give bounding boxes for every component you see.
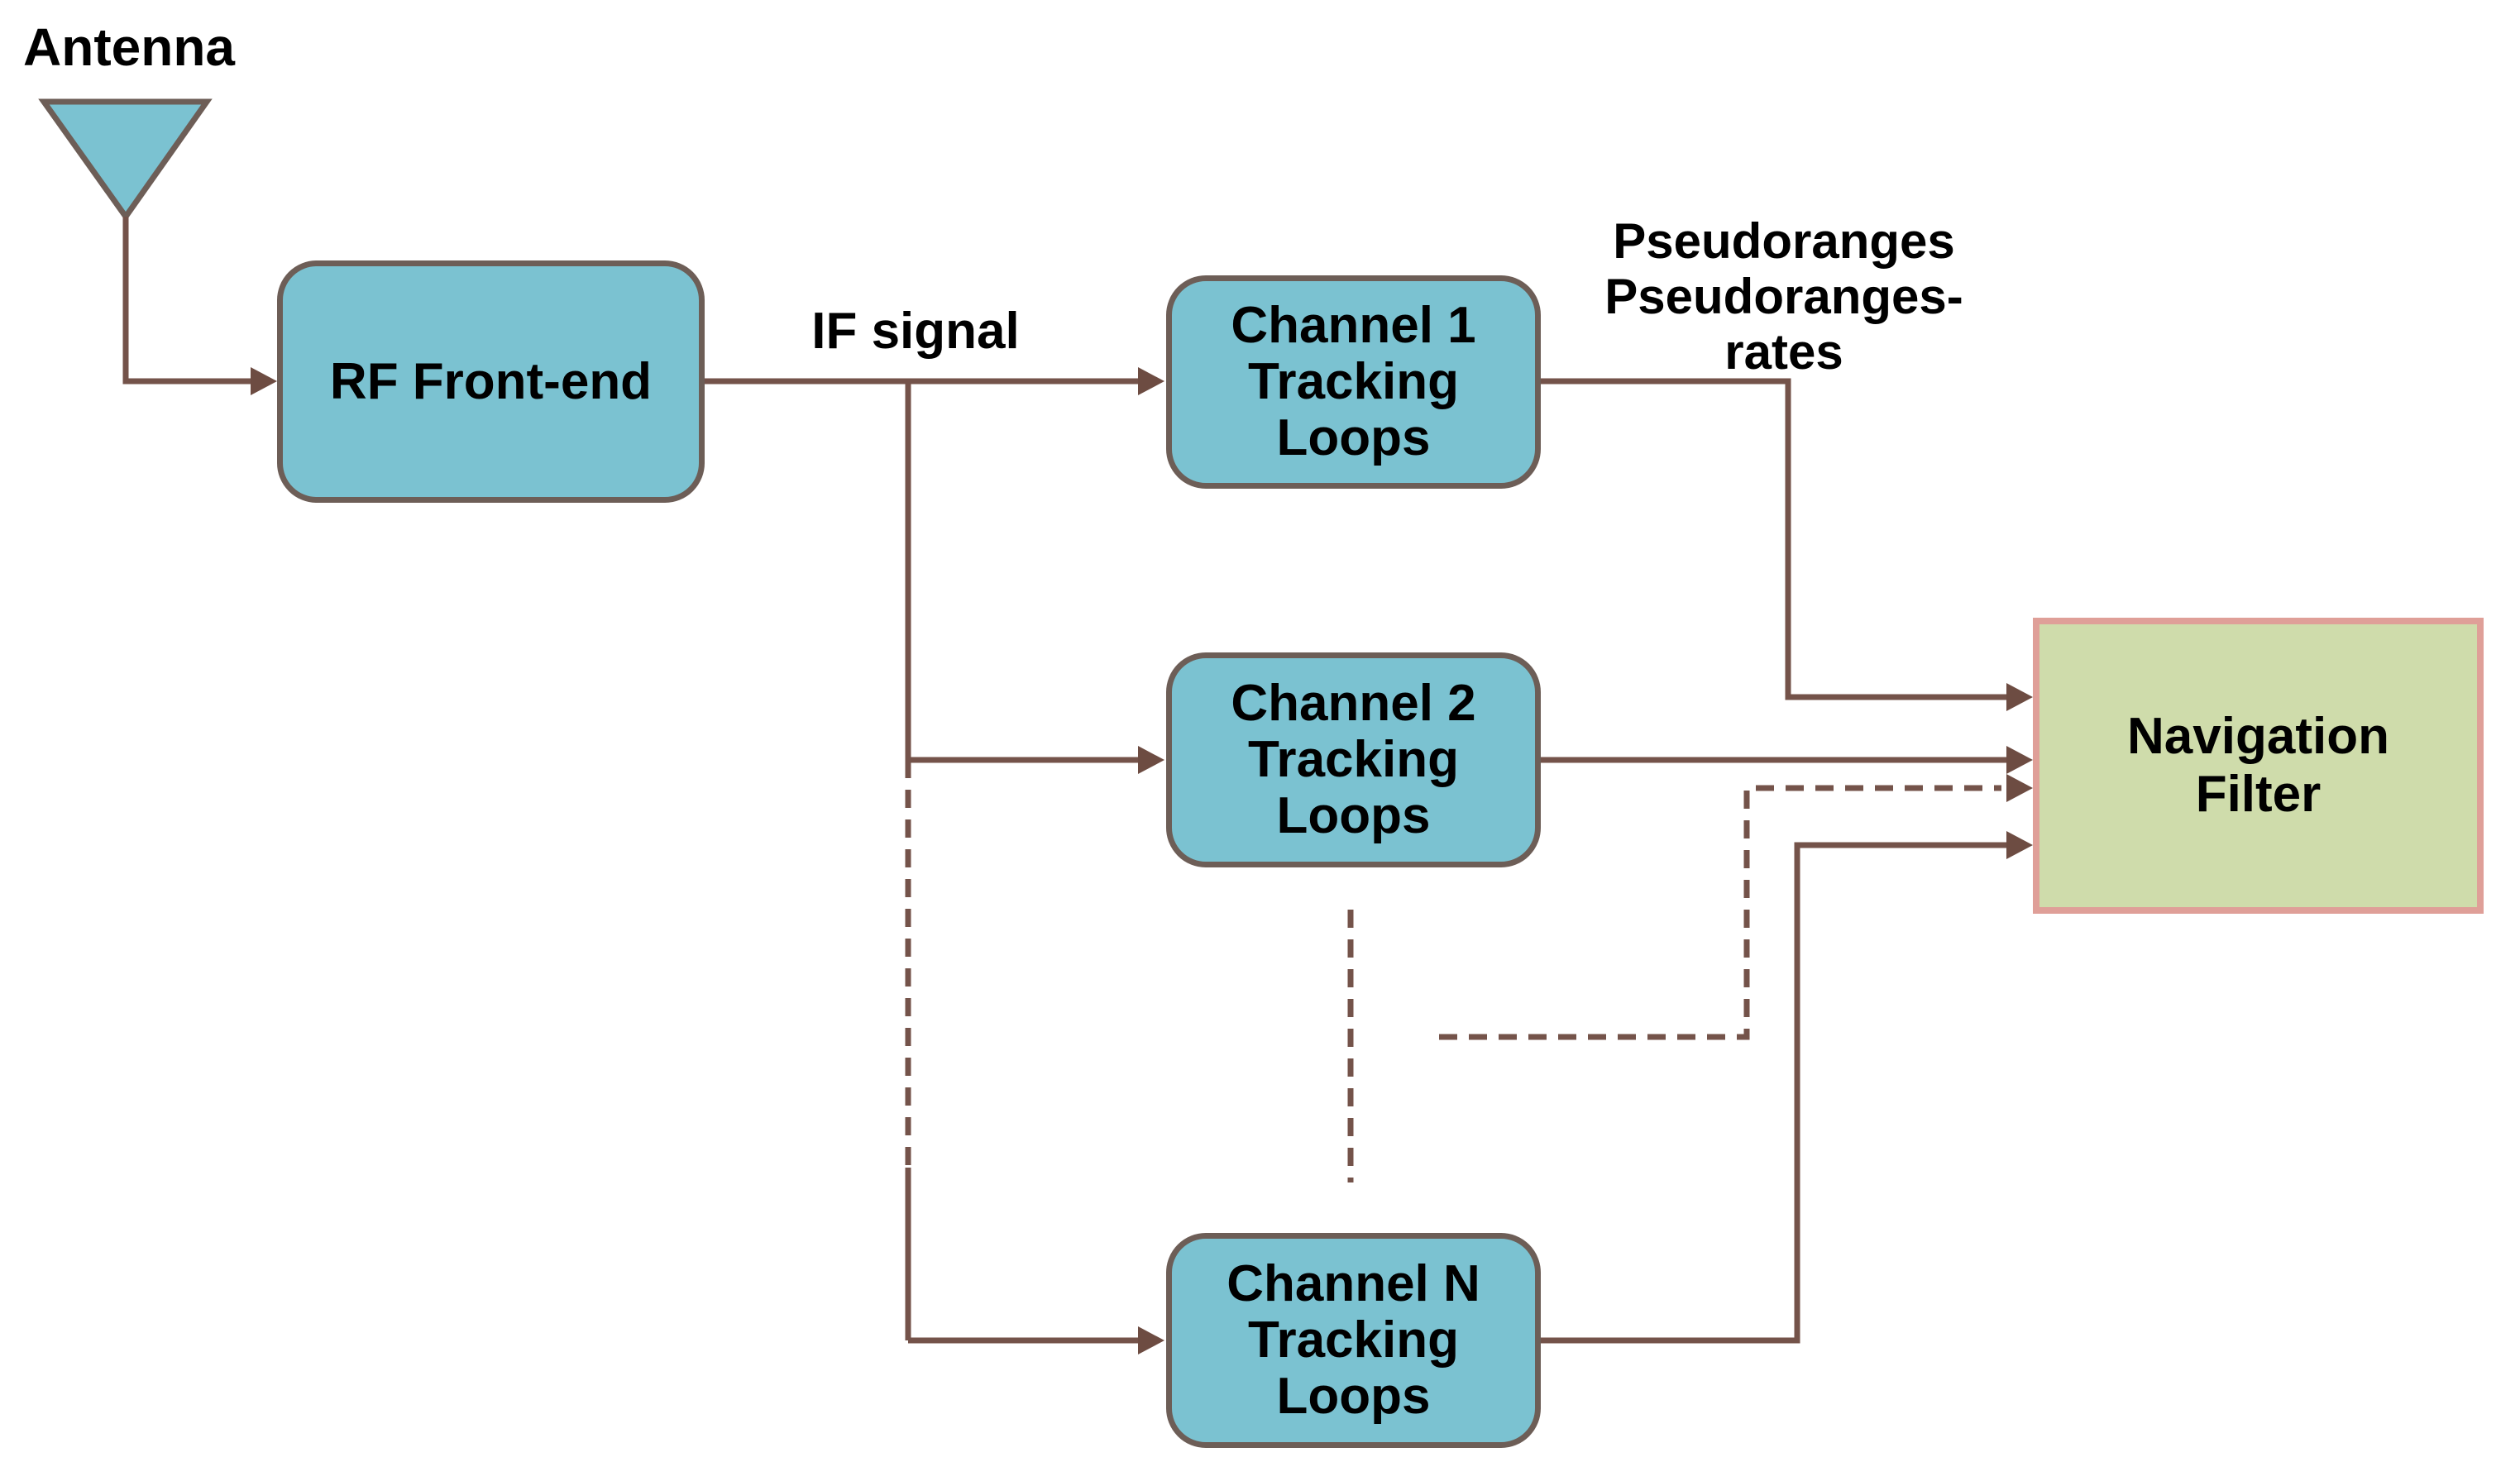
- channelN-out-line: [1541, 842, 2006, 1344]
- node-channel-n-tracking-loops: Channel N Tracking Loops: [1166, 1233, 1541, 1448]
- channel2-in-arrowhead: [1138, 746, 1164, 774]
- if-signal-label: IF signal: [811, 303, 1020, 360]
- antenna-icon: [38, 98, 213, 222]
- antenna-label: Antenna: [23, 17, 235, 77]
- nav-in-arrowhead-3: [2006, 774, 2033, 802]
- antenna-feed-line: [122, 217, 251, 385]
- rf-in-arrowhead: [251, 367, 277, 395]
- pseudoranges-label: Pseudoranges Pseudoranges- rates: [1604, 213, 1963, 380]
- node-rf-front-end-label: RF Front-end: [329, 352, 653, 410]
- node-channel-1-label: Channel 1 Tracking Loops: [1231, 297, 1476, 466]
- node-channel-2-tracking-loops: Channel 2 Tracking Loops: [1166, 652, 1541, 867]
- nav-in-arrowhead-2: [2006, 746, 2033, 774]
- node-navigation-filter-label: Navigation Filter: [2127, 708, 2389, 823]
- node-navigation-filter: Navigation Filter: [2033, 618, 2484, 914]
- node-channel-2-label: Channel 2 Tracking Loops: [1231, 675, 1476, 844]
- channel-ellipsis-out-dashed: [1439, 785, 2001, 1040]
- node-rf-front-end: RF Front-end: [277, 260, 705, 503]
- channelN-in-arrowhead: [1138, 1326, 1164, 1354]
- node-channel-1-tracking-loops: Channel 1 Tracking Loops: [1166, 275, 1541, 489]
- channel1-in-arrowhead: [1138, 367, 1164, 395]
- nav-in-arrowhead-4: [2006, 831, 2033, 859]
- nav-in-arrowhead-1: [2006, 683, 2033, 711]
- channel1-out-line: [1541, 378, 2006, 700]
- node-channel-n-label: Channel N Tracking Loops: [1227, 1255, 1480, 1425]
